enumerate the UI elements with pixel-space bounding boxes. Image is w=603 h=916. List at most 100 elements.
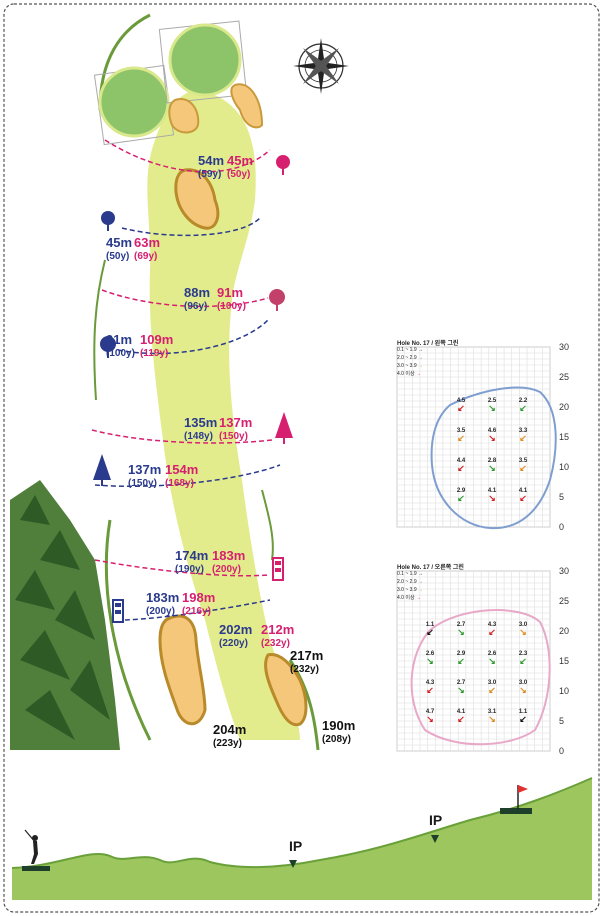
distance-label: 183m(200y)	[146, 590, 180, 617]
distance-label: 202m(220y)	[219, 622, 253, 649]
slope-value: 1.1↙	[518, 709, 528, 724]
slope-value: 2.9↙	[456, 488, 466, 503]
axis-tick-label: 30	[559, 566, 570, 576]
slope-value: 4.1↘	[487, 488, 497, 503]
slope-value: 3.1↘	[487, 709, 497, 724]
slope-value: 2.8↘	[487, 458, 497, 473]
blue-tree-icon	[101, 211, 115, 231]
green-left-grid	[396, 346, 551, 528]
slope-value: 3.0↘	[518, 680, 528, 695]
axis-tick-label: 30	[559, 342, 570, 352]
slope-value: 3.0↘	[518, 622, 528, 637]
distance-label: 174m(190y)	[175, 548, 209, 575]
legend-item: 2.0 ~ 2.9 →	[397, 355, 423, 361]
legend-item: 4.0 이상 →	[397, 595, 421, 601]
page-border	[3, 3, 600, 913]
tee-box-icon	[22, 866, 50, 871]
bunker-1	[230, 83, 264, 129]
slope-value: 3.0↙	[487, 680, 497, 695]
green-right-outline	[410, 609, 551, 746]
distance-label: 88m(96y)	[184, 285, 211, 312]
green-left-outline	[430, 386, 557, 530]
slope-value: 2.5↘	[487, 398, 497, 413]
slope-value: 4.5↙	[456, 398, 466, 413]
fairway	[147, 90, 300, 740]
axis-tick-label: 10	[559, 686, 570, 696]
green-right-legend: 0.1 ~ 1.9 → 2.0 ~ 2.9 → 3.0 ~ 3.9 → 4.0 이상 …	[397, 570, 423, 602]
blue-tree-icon	[100, 336, 116, 358]
distance-label: 183m(200y)	[212, 548, 246, 575]
slope-value: 2.6↘	[425, 651, 435, 666]
green-left-legend: 0.1 ~ 1.9 →2.0 ~ 2.9 →3.0 ~ 3.9 →4.0 이상 …	[397, 346, 423, 378]
legend-item: 0.1 ~ 1.9 →	[397, 571, 423, 577]
axis-tick-label: 5	[559, 716, 565, 726]
blue-pine-icon	[93, 454, 111, 486]
distance-label: 45m(50y)	[106, 235, 133, 262]
green-right-title: Hole No. 17 / 오른쪽 그린	[397, 565, 464, 571]
distance-label: 91m(100y)	[106, 332, 135, 359]
axis-tick-label: 0	[559, 746, 565, 756]
rough-edge-right	[288, 659, 320, 751]
green-left-title: Hole No. 17 / 왼쪽 그린	[397, 341, 459, 347]
distance-label: 91m(100y)	[217, 285, 246, 312]
golfer-icon	[24, 829, 38, 864]
slope-value: 4.6↘	[487, 428, 497, 443]
rough-edge-left-low	[104, 519, 152, 741]
distance-label: 63m(69y)	[134, 235, 161, 262]
legend-item: 3.0 ~ 3.9 →	[397, 587, 423, 593]
axis-tick-label: 15	[559, 432, 570, 442]
legend-item: 2.0 ~ 2.9 →	[397, 579, 423, 585]
distance-label: 154m(168y)	[165, 462, 199, 489]
ip-marker-2-icon	[431, 835, 439, 843]
arc-137	[91, 429, 273, 444]
slope-value: 3.5↙	[456, 428, 466, 443]
slope-value: 4.1↙	[456, 709, 466, 724]
distance-label: 190m(208y)	[322, 718, 356, 745]
distance-label: 204m(223y)	[213, 722, 247, 749]
ip-marker-1-icon	[289, 860, 297, 868]
slope-value: 4.3↙	[487, 622, 497, 637]
slope-value: 4.1↙	[518, 488, 528, 503]
axis-tick-label: 15	[559, 656, 570, 666]
legend-item: 0.1 ~ 1.9 →	[397, 347, 423, 353]
axis-tick-label: 25	[559, 372, 570, 382]
slope-value: 4.7↘	[425, 709, 435, 724]
slope-value: 3.5↙	[518, 458, 528, 473]
slope-value: 2.7↘	[456, 680, 466, 695]
axis-tick-label: 20	[559, 626, 570, 636]
arc-198	[124, 599, 271, 621]
rough-edge-right-mid	[261, 489, 274, 561]
ip-label: IP	[289, 838, 303, 854]
arc-154	[94, 464, 281, 488]
distance-label: 217m(232y)	[290, 648, 324, 675]
distance-label: 212m(232y)	[261, 622, 295, 649]
axis-tick-label: 10	[559, 462, 570, 472]
slope-value: 2.6↘	[487, 651, 497, 666]
bunker-5	[264, 653, 308, 727]
green-left-map	[93, 64, 175, 146]
slope-value: 4.4↙	[456, 458, 466, 473]
green-right-grid	[396, 570, 551, 752]
arc-63	[121, 217, 261, 237]
slope-value: 3.3↙	[518, 428, 528, 443]
pink-tree-icon	[276, 155, 290, 175]
distance-label: 109m(119y)	[140, 332, 174, 359]
arc-109	[117, 319, 269, 355]
axis-tick-label: 25	[559, 596, 570, 606]
green-box-icon	[500, 808, 532, 814]
blue-marker-icon	[112, 599, 124, 623]
distance-label: 45m(50y)	[227, 153, 254, 180]
elevation-profile	[11, 777, 593, 900]
axis-tick-label: 5	[559, 492, 565, 502]
pink-marker-icon	[272, 557, 284, 581]
rough-edge-left	[93, 259, 106, 401]
compass-icon	[293, 38, 349, 94]
slope-value: 2.2↙	[518, 398, 528, 413]
arc-91	[101, 289, 269, 308]
forest-image	[10, 480, 120, 750]
axis-tick-label: 20	[559, 402, 570, 412]
distance-label: 54m(59y)	[198, 153, 225, 180]
green-right-map	[158, 20, 248, 104]
arc-183	[94, 559, 269, 577]
